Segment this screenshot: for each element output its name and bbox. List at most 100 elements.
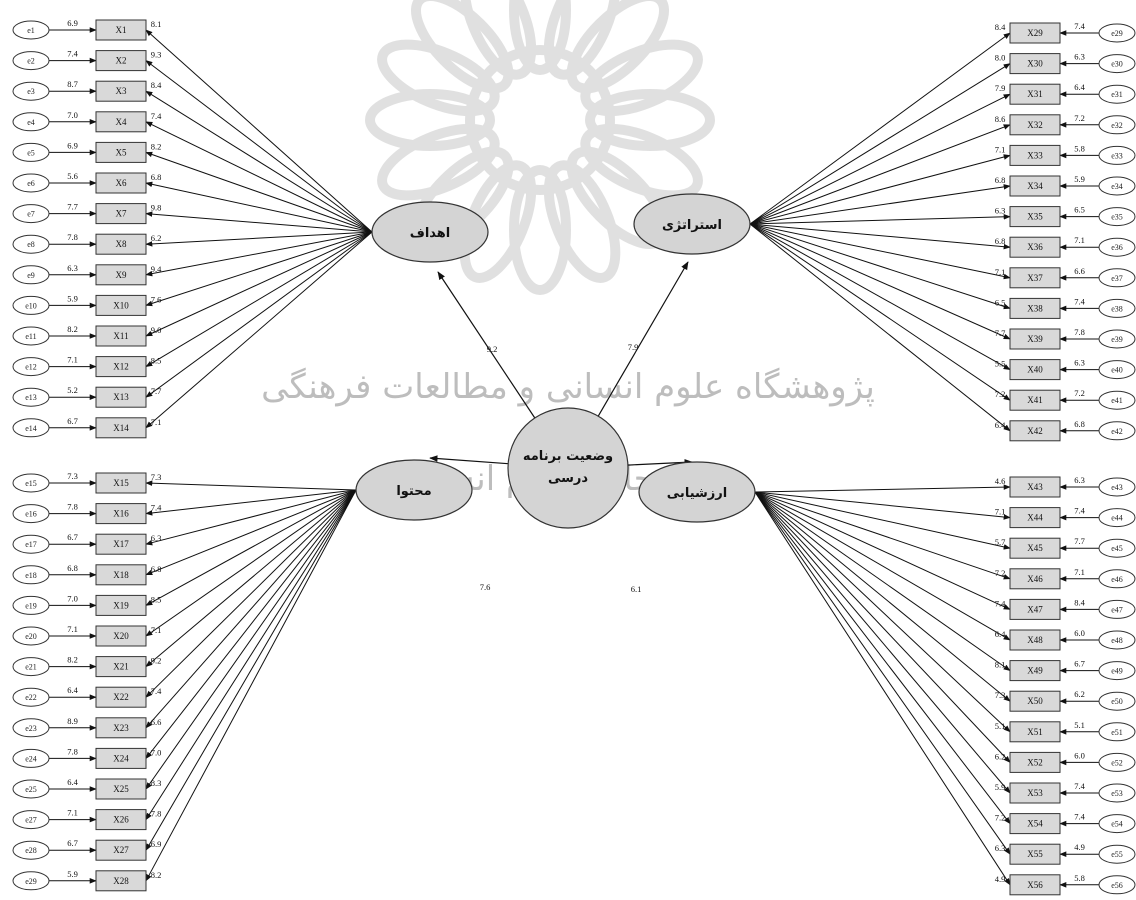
indicator-box[interactable] xyxy=(1009,507,1061,529)
indicator-box[interactable] xyxy=(95,233,147,255)
error-ellipse[interactable] xyxy=(1098,298,1136,318)
error-ellipse[interactable] xyxy=(12,387,50,407)
latent-strategy[interactable] xyxy=(633,193,751,255)
error-ellipse[interactable] xyxy=(12,534,50,554)
error-ellipse[interactable] xyxy=(12,871,50,891)
indicator-box[interactable] xyxy=(95,870,147,892)
indicator-box[interactable] xyxy=(95,19,147,41)
error-ellipse[interactable] xyxy=(1098,814,1136,834)
indicator-box[interactable] xyxy=(1009,297,1061,319)
error-ellipse[interactable] xyxy=(1098,421,1136,441)
error-ellipse[interactable] xyxy=(1098,599,1136,619)
error-ellipse[interactable] xyxy=(12,81,50,101)
error-ellipse[interactable] xyxy=(12,418,50,438)
error-ellipse[interactable] xyxy=(1098,752,1136,772)
error-ellipse[interactable] xyxy=(1098,84,1136,104)
error-ellipse[interactable] xyxy=(1098,783,1136,803)
error-ellipse[interactable] xyxy=(12,173,50,193)
indicator-box[interactable] xyxy=(95,80,147,102)
error-ellipse[interactable] xyxy=(1098,176,1136,196)
error-ellipse[interactable] xyxy=(1098,237,1136,257)
error-ellipse[interactable] xyxy=(1098,722,1136,742)
error-ellipse[interactable] xyxy=(12,234,50,254)
central-latent[interactable]: وضعیت برنامه درسی xyxy=(507,407,629,529)
error-ellipse[interactable] xyxy=(1098,630,1136,650)
indicator-box[interactable] xyxy=(95,564,147,586)
indicator-box[interactable] xyxy=(1009,721,1061,743)
indicator-box[interactable] xyxy=(1009,813,1061,835)
indicator-box[interactable] xyxy=(1009,114,1061,136)
error-ellipse[interactable] xyxy=(1098,329,1136,349)
indicator-box[interactable] xyxy=(1009,874,1061,896)
error-ellipse[interactable] xyxy=(1098,508,1136,528)
error-ellipse[interactable] xyxy=(12,20,50,40)
error-ellipse[interactable] xyxy=(12,112,50,132)
indicator-box[interactable] xyxy=(95,141,147,163)
indicator-box[interactable] xyxy=(1009,690,1061,712)
indicator-box[interactable] xyxy=(1009,53,1061,75)
indicator-box[interactable] xyxy=(95,503,147,525)
indicator-box[interactable] xyxy=(95,356,147,378)
indicator-box[interactable] xyxy=(95,686,147,708)
error-ellipse[interactable] xyxy=(12,687,50,707)
indicator-box[interactable] xyxy=(95,386,147,408)
indicator-box[interactable] xyxy=(1009,660,1061,682)
indicator-box[interactable] xyxy=(95,417,147,439)
indicator-box[interactable] xyxy=(1009,206,1061,228)
indicator-box[interactable] xyxy=(95,172,147,194)
indicator-box[interactable] xyxy=(95,203,147,225)
indicator-box[interactable] xyxy=(95,50,147,72)
latent-ahdaf[interactable] xyxy=(371,201,489,263)
indicator-box[interactable] xyxy=(95,717,147,739)
error-ellipse[interactable] xyxy=(1098,145,1136,165)
error-ellipse[interactable] xyxy=(1098,691,1136,711)
error-ellipse[interactable] xyxy=(12,357,50,377)
error-ellipse[interactable] xyxy=(12,810,50,830)
error-ellipse[interactable] xyxy=(1098,115,1136,135)
error-ellipse[interactable] xyxy=(12,595,50,615)
error-ellipse[interactable] xyxy=(1098,844,1136,864)
indicator-box[interactable] xyxy=(1009,83,1061,105)
indicator-box[interactable] xyxy=(95,747,147,769)
error-ellipse[interactable] xyxy=(12,626,50,646)
indicator-box[interactable] xyxy=(1009,537,1061,559)
indicator-box[interactable] xyxy=(95,264,147,286)
indicator-box[interactable] xyxy=(95,625,147,647)
indicator-box[interactable] xyxy=(95,294,147,316)
latent-mohtava[interactable] xyxy=(355,459,473,521)
indicator-box[interactable] xyxy=(1009,175,1061,197)
indicator-box[interactable] xyxy=(95,656,147,678)
indicator-box[interactable] xyxy=(95,533,147,555)
indicator-box[interactable] xyxy=(1009,389,1061,411)
indicator-box[interactable] xyxy=(1009,420,1061,442)
error-ellipse[interactable] xyxy=(12,657,50,677)
error-ellipse[interactable] xyxy=(1098,54,1136,74)
indicator-box[interactable] xyxy=(1009,843,1061,865)
error-ellipse[interactable] xyxy=(1098,390,1136,410)
error-ellipse[interactable] xyxy=(12,204,50,224)
error-ellipse[interactable] xyxy=(12,51,50,71)
indicator-box[interactable] xyxy=(1009,751,1061,773)
indicator-box[interactable] xyxy=(95,472,147,494)
error-ellipse[interactable] xyxy=(1098,661,1136,681)
error-ellipse[interactable] xyxy=(1098,569,1136,589)
indicator-box[interactable] xyxy=(1009,476,1061,498)
indicator-box[interactable] xyxy=(95,594,147,616)
error-ellipse[interactable] xyxy=(12,504,50,524)
central-latent-ellipse[interactable] xyxy=(507,407,629,529)
indicator-box[interactable] xyxy=(1009,267,1061,289)
error-ellipse[interactable] xyxy=(12,473,50,493)
error-ellipse[interactable] xyxy=(1098,538,1136,558)
indicator-box[interactable] xyxy=(1009,598,1061,620)
error-ellipse[interactable] xyxy=(1098,268,1136,288)
indicator-box[interactable] xyxy=(1009,22,1061,44)
error-ellipse[interactable] xyxy=(1098,23,1136,43)
error-ellipse[interactable] xyxy=(12,779,50,799)
indicator-box[interactable] xyxy=(1009,236,1061,258)
indicator-box[interactable] xyxy=(95,111,147,133)
indicator-box[interactable] xyxy=(95,778,147,800)
error-ellipse[interactable] xyxy=(12,718,50,738)
indicator-box[interactable] xyxy=(1009,568,1061,590)
error-ellipse[interactable] xyxy=(12,295,50,315)
error-ellipse[interactable] xyxy=(1098,360,1136,380)
